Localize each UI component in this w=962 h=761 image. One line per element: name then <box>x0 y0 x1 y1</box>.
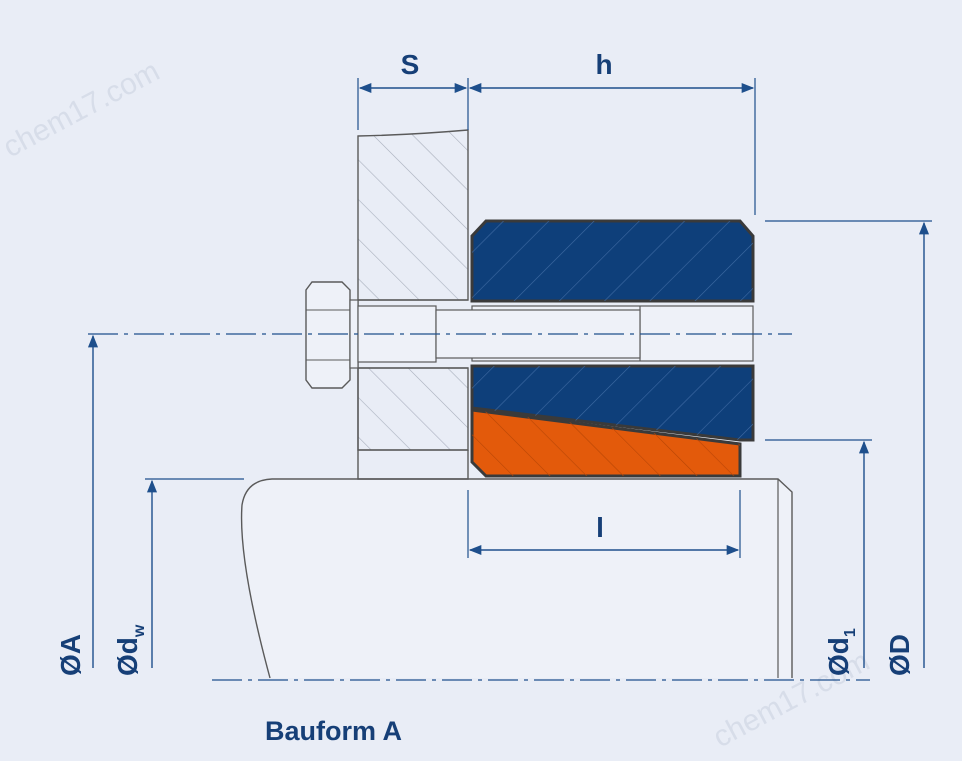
shaft <box>240 478 793 679</box>
dim-l-label: l <box>596 512 604 543</box>
dim-D-label: ØD <box>884 634 915 676</box>
centerlines <box>88 333 870 681</box>
dim-d1-subscript: 1 <box>842 628 859 637</box>
caption: Bauform A <box>265 716 402 746</box>
inner-ring <box>470 408 742 478</box>
dim-dw-subscript: w <box>131 624 148 638</box>
svg-text:Ød1: Ød1 <box>823 628 859 676</box>
outer-ring-lower <box>470 364 755 442</box>
svg-text:Ødw: Ødw <box>112 624 148 676</box>
dim-S-label: S <box>401 49 420 80</box>
outer-ring-upper <box>470 219 755 303</box>
dim-d1-label: Ød <box>823 637 854 676</box>
dim-dw-label: Ød <box>112 637 143 676</box>
watermark-top: chem17.com <box>0 54 165 164</box>
extension-lines <box>145 78 932 558</box>
dim-h-label: h <box>595 49 612 80</box>
hub-plate <box>357 129 469 480</box>
dim-A-label: ØA <box>55 634 86 676</box>
dimension-lines <box>87 82 930 668</box>
